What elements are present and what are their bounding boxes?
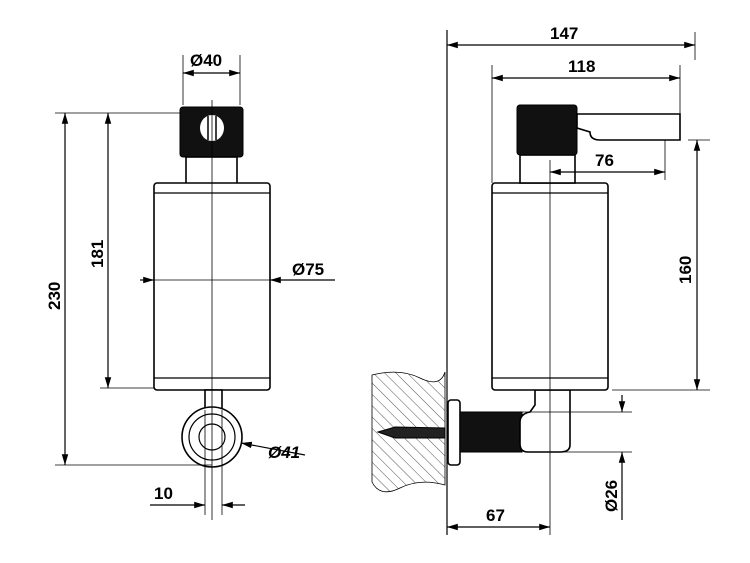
mount-flange [447, 399, 461, 466]
pump-neck [185, 156, 238, 185]
dim-base-diameter: Ø41 [268, 443, 300, 462]
dim-spout-height: 160 [676, 256, 695, 284]
dim-total-height: 230 [45, 282, 64, 310]
spout [576, 113, 681, 141]
dim-wall-offset: 67 [486, 506, 505, 525]
side-neck [519, 154, 576, 184]
dim-stem-width: 10 [154, 484, 173, 503]
dim-mount-diameter: Ø26 [602, 480, 621, 512]
side-view: 147 118 76 160 Ø26 67 [371, 24, 710, 535]
threaded-mount [459, 411, 523, 453]
dim-body-height: 181 [88, 240, 107, 268]
dim-body-diameter: Ø75 [292, 260, 324, 279]
dim-spout-reach: 118 [568, 57, 595, 76]
bracket [519, 389, 571, 453]
front-view: Ø40 230 181 Ø75 Ø41 10 [45, 51, 335, 520]
dim-total-depth: 147 [550, 24, 578, 43]
wall-anchor [376, 426, 446, 439]
side-pump-knob [516, 104, 578, 156]
dim-spout-length: 76 [595, 151, 614, 170]
dim-diameter-top: Ø40 [190, 51, 222, 70]
